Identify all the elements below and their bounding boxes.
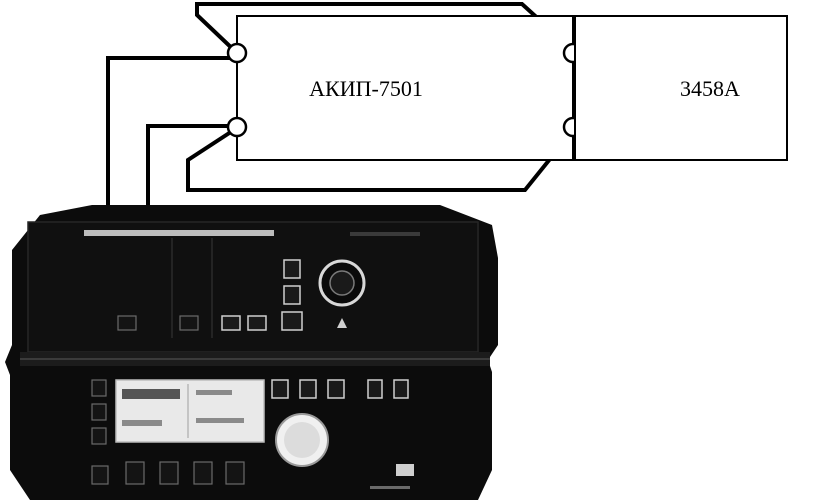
instrument-upper-panel — [27, 221, 479, 353]
soft-key-3 — [193, 461, 213, 485]
upper-knob-center — [329, 270, 355, 296]
upper-button-4 — [247, 315, 267, 331]
akip-7501-label: АКИП-7501 — [309, 76, 423, 101]
screen-readout-1 — [122, 389, 180, 399]
soft-key-1 — [125, 461, 145, 485]
screen-readout-2 — [122, 420, 162, 426]
function-button-1 — [271, 379, 289, 399]
akip-terminal-left-lower — [226, 116, 248, 138]
warning-triangle-icon — [337, 318, 347, 328]
upper-button-1 — [117, 315, 137, 331]
hp-3458a-frame — [574, 15, 788, 161]
wire-instrument-hi — [106, 56, 237, 218]
left-button-4 — [91, 465, 109, 485]
left-button-3 — [91, 427, 107, 445]
akip-7501-box: АКИП-7501 — [226, 15, 584, 161]
screen-readout-3 — [196, 390, 232, 395]
function-button-4 — [367, 379, 383, 399]
function-button-5 — [393, 379, 409, 399]
akip-7501-frame — [236, 15, 574, 161]
hp-3458a-box: 3458A — [574, 15, 788, 161]
bottom-model-plate — [370, 486, 410, 489]
upper-label-strip — [84, 230, 274, 236]
soft-key-2 — [159, 461, 179, 485]
left-button-2 — [91, 403, 107, 421]
function-button-2 — [299, 379, 317, 399]
screen-readout-4 — [196, 418, 244, 423]
wire-instrument-lo — [146, 124, 237, 218]
upper-button-6 — [283, 259, 301, 279]
upper-button-3 — [221, 315, 241, 331]
hp-3458a-label: 3458A — [680, 76, 740, 101]
upper-button-7 — [283, 285, 301, 305]
brand-plate — [350, 232, 420, 236]
upper-button-5 — [281, 311, 303, 331]
function-button-3 — [327, 379, 345, 399]
wire-bottom-loop — [186, 126, 577, 192]
left-button-1 — [91, 379, 107, 397]
akip-terminal-left-upper — [226, 42, 248, 64]
lower-knob-inner — [284, 422, 320, 458]
calibrator-instrument: ~ — [5, 205, 498, 500]
soft-key-4 — [225, 461, 245, 485]
upper-button-2 — [179, 315, 199, 331]
bottom-right-badge — [396, 464, 414, 476]
